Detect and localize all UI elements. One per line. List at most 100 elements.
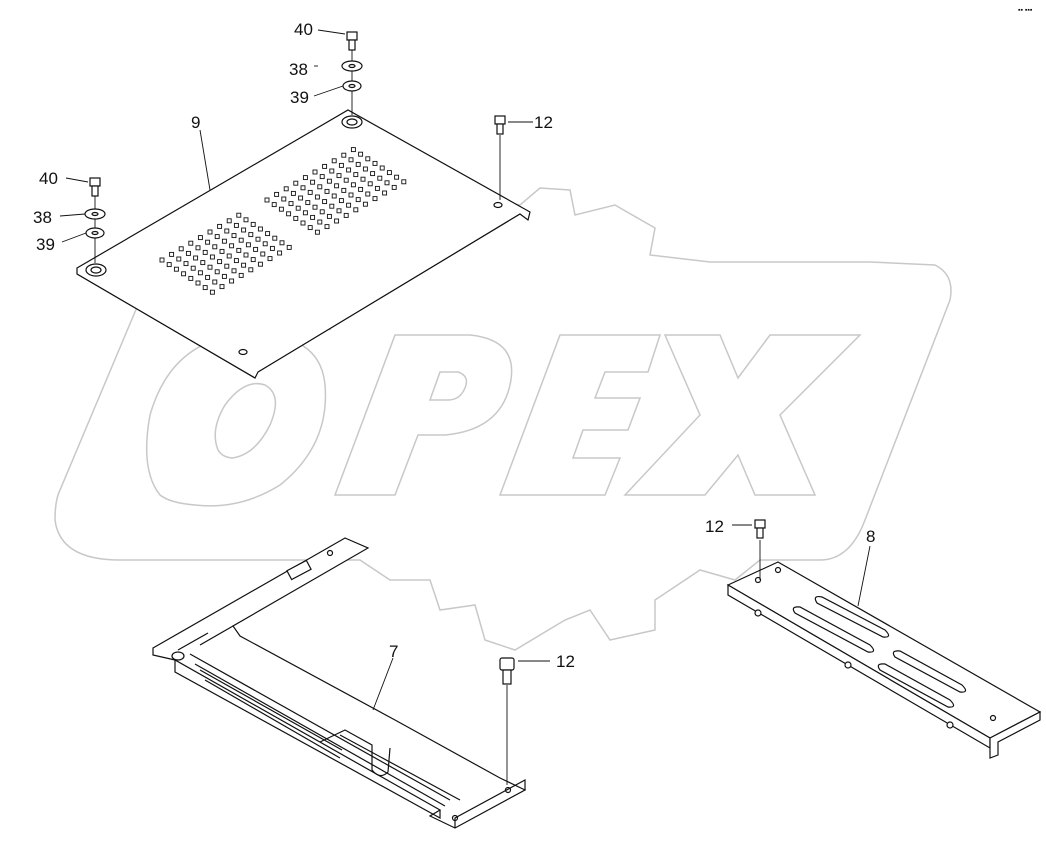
perforation-hole: [241, 262, 247, 268]
perforation-hole: [274, 191, 280, 197]
slot-1: [814, 596, 890, 638]
perforation-hole: [272, 235, 278, 241]
perforation-hole: [250, 221, 256, 227]
perforation-hole: [322, 199, 328, 205]
perforation-hole: [195, 280, 201, 286]
perforation-hole: [212, 244, 218, 250]
callout-38-left: 38: [33, 208, 52, 227]
perforation-hole: [329, 168, 335, 174]
perforation-hole: [188, 275, 194, 281]
perforation-hole: [205, 274, 211, 280]
leader-lines: [59, 29, 871, 711]
perforation-hole: [353, 207, 359, 213]
perforation-hole: [386, 170, 392, 176]
perforation-hole: [307, 225, 313, 231]
perforation-hole: [358, 151, 364, 157]
perforation-hole: [221, 273, 227, 279]
bolt-12-top: [494, 115, 506, 200]
perforation-hole: [310, 179, 316, 185]
slot-3: [892, 650, 967, 693]
perforation-hole: [317, 219, 323, 225]
perforation-hole: [181, 271, 187, 277]
callout-12-top: 12: [534, 113, 553, 132]
perforation-hole: [185, 250, 191, 256]
callout-39-left: 39: [36, 235, 55, 254]
perforation-hole: [372, 160, 378, 166]
perforation-hole: [257, 261, 263, 267]
perforation-hole: [245, 242, 251, 248]
perforation-hole: [231, 233, 237, 239]
perforation-hole: [300, 185, 306, 191]
perforation-hole: [355, 161, 361, 167]
perforation-hole: [382, 190, 388, 196]
washer-38-left: [84, 208, 106, 220]
perforation-hole: [312, 169, 318, 175]
perforation-hole: [290, 190, 296, 196]
perforation-hole: [286, 244, 292, 250]
callout-9: 9: [191, 113, 200, 132]
perforation-hole: [394, 174, 400, 180]
perforation-hole: [267, 256, 273, 262]
perforation-hole: [302, 175, 308, 181]
perforation-hole: [207, 229, 213, 235]
perforation-hole: [183, 261, 189, 267]
perforation-hole: [188, 240, 194, 246]
washer-38-top: [341, 60, 363, 72]
perforation-hole: [202, 249, 208, 255]
perforation-hole: [317, 184, 323, 190]
watermark-letters: [145, 333, 862, 507]
perforation-grid-right: [264, 147, 407, 235]
perforation-hole: [314, 194, 320, 200]
perforation-hole: [200, 260, 206, 266]
perforation-hole: [360, 176, 366, 182]
perforation-grid-left: [159, 212, 292, 295]
bolt-40-top-head: [346, 31, 358, 41]
perforation-hole: [248, 232, 254, 238]
perforation-hole: [365, 191, 371, 197]
perforation-hole: [391, 184, 397, 190]
perforation-hole: [329, 203, 335, 209]
slot-4: [877, 663, 955, 708]
perforation-hole: [348, 157, 354, 163]
slot-2: [792, 606, 875, 653]
perforation-hole: [224, 228, 230, 234]
perforation-hole: [209, 254, 215, 260]
perforation-hole: [295, 205, 301, 211]
perforation-hole: [346, 202, 352, 208]
perforation-hole: [300, 220, 306, 226]
perforation-hole: [233, 258, 239, 264]
corner-mark: ▪▪ ▪▪▪: [1018, 7, 1033, 14]
perforation-hole: [336, 208, 342, 214]
cover-hole-left: [85, 263, 107, 277]
perforation-hole: [341, 187, 347, 193]
cover-hole-front: [238, 348, 248, 356]
perforation-hole: [271, 202, 277, 208]
perforation-hole: [324, 188, 330, 194]
perforation-hole: [374, 185, 380, 191]
perforation-hole: [355, 197, 361, 203]
perforation-hole: [288, 201, 294, 207]
perforation-hole: [372, 196, 378, 202]
perforation-hole: [229, 243, 235, 249]
perforation-hole: [377, 175, 383, 181]
perforation-hole: [214, 269, 220, 275]
perforation-hole: [305, 200, 311, 206]
perforation-hole: [302, 210, 308, 216]
perforation-hole: [346, 167, 352, 173]
perforation-hole: [314, 229, 320, 235]
bolt-12-bottom: [499, 657, 515, 785]
perforation-hole: [224, 263, 230, 269]
perforation-hole: [343, 212, 349, 218]
perforation-hole: [233, 222, 239, 228]
washer-39-left: [85, 227, 105, 239]
perforation-hole: [312, 204, 318, 210]
perforation-hole: [255, 236, 261, 242]
perforation-hole: [219, 284, 225, 290]
perforation-hole: [336, 173, 342, 179]
perforation-hole: [243, 217, 249, 223]
perforation-hole: [298, 195, 304, 201]
perforation-hole: [173, 266, 179, 272]
perforation-hole: [178, 246, 184, 252]
